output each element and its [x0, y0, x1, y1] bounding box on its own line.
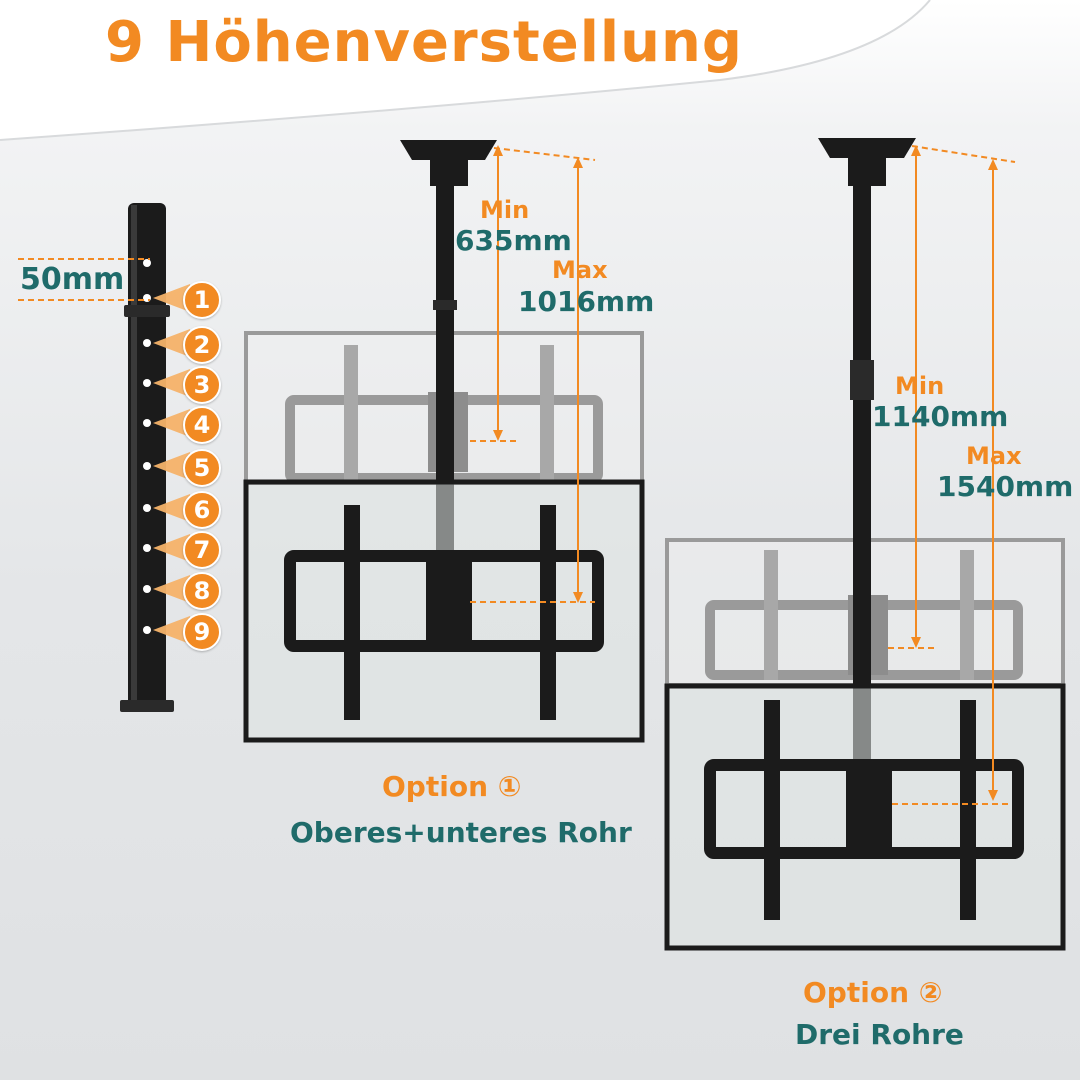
position-badge-3: 3 [183, 366, 221, 404]
option2-caption-text: Drei Rohre [795, 1018, 964, 1051]
hole-spacing-label: 50mm [20, 262, 125, 297]
option1-max-label: Max [552, 256, 608, 284]
option2-min-label: Min [895, 372, 945, 400]
option1-max-value: 1016mm [518, 285, 655, 318]
position-badge-2: 2 [183, 326, 221, 364]
option1-caption-text: Oberes+unteres Rohr [290, 816, 632, 849]
page-title: 9 Höhenverstellung [105, 10, 743, 75]
position-badge-5: 5 [183, 449, 221, 487]
option2-max-label: Max [966, 442, 1022, 470]
position-badge-4: 4 [183, 406, 221, 444]
option1-min-value: 635mm [455, 224, 572, 257]
position-badge-8: 8 [183, 572, 221, 610]
position-badge-1: 1 [183, 281, 221, 319]
option2-min-value: 1140mm [872, 400, 1009, 433]
position-badge-6: 6 [183, 491, 221, 529]
position-badge-9: 9 [183, 613, 221, 651]
position-badge-7: 7 [183, 531, 221, 569]
option1-min-label: Min [480, 196, 530, 224]
option1-caption-title: Option ① [382, 770, 522, 803]
option2-max-value: 1540mm [937, 470, 1074, 503]
option2-caption-title: Option ② [803, 976, 943, 1009]
